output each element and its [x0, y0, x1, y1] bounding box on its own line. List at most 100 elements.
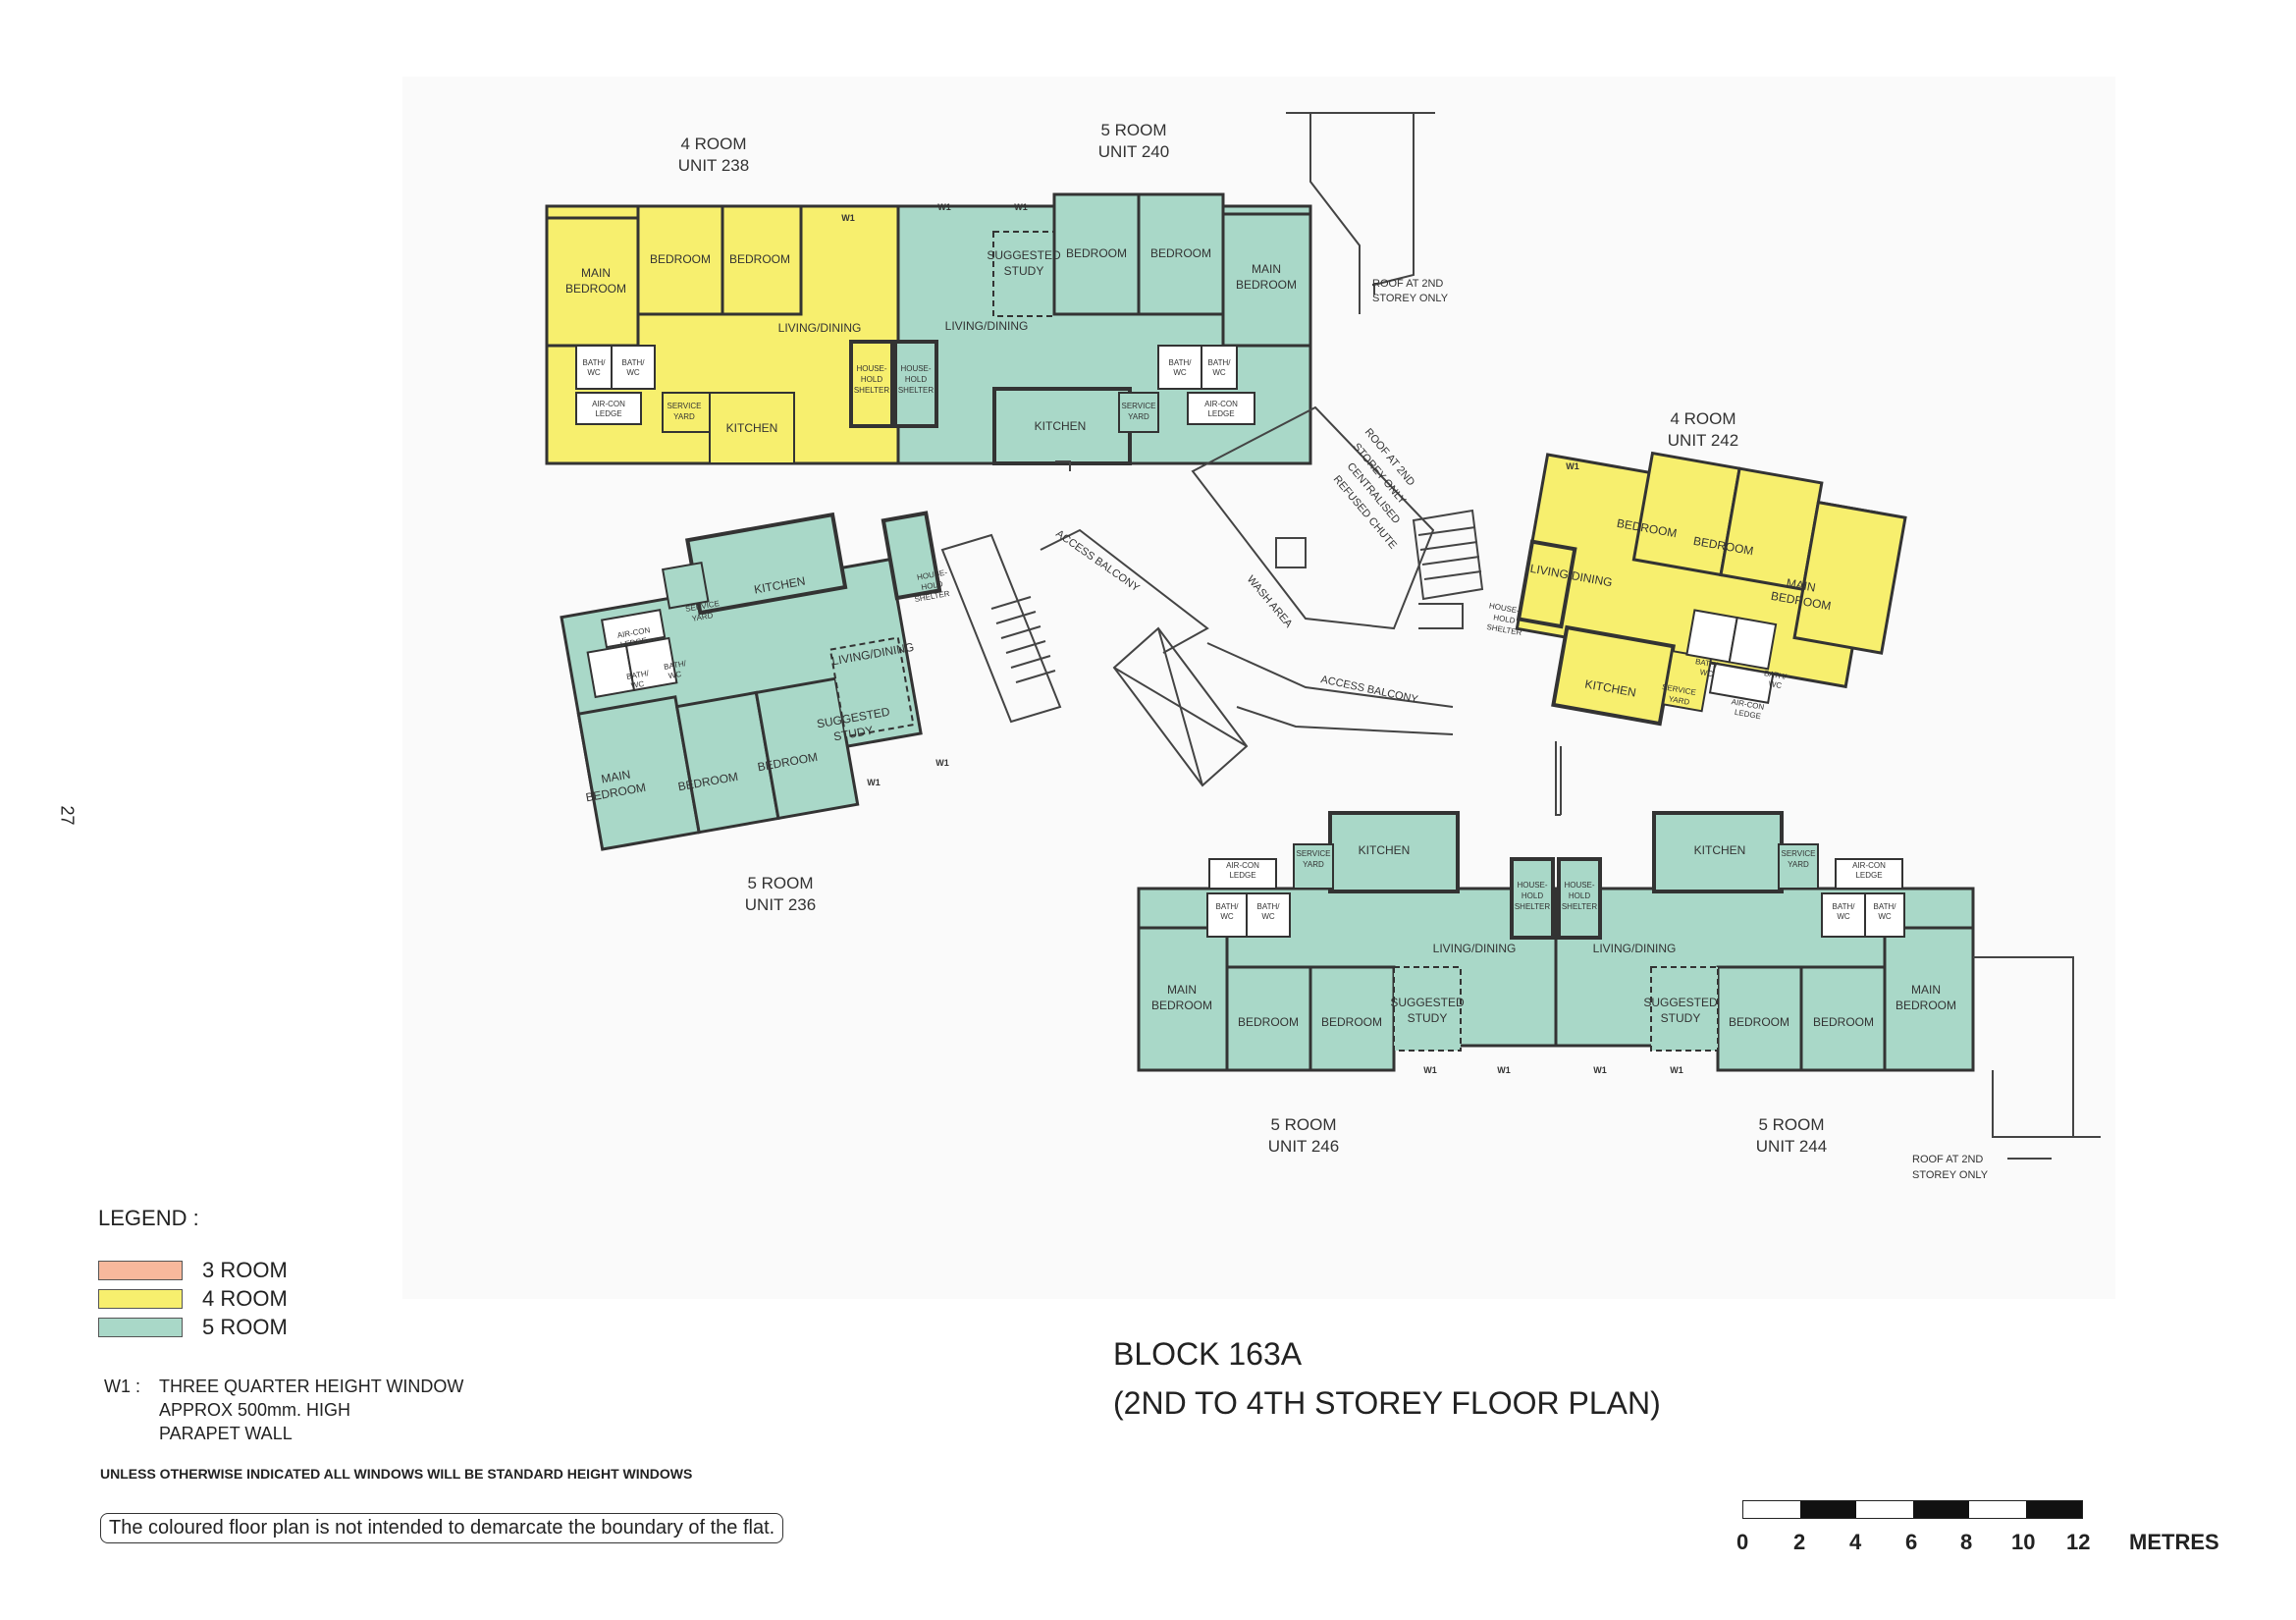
svg-text:MAIN: MAIN — [1252, 262, 1281, 276]
svg-text:WC: WC — [1837, 912, 1850, 921]
scale-label: 2 — [1793, 1530, 1806, 1554]
svg-text:SHELTER: SHELTER — [1515, 902, 1551, 911]
svg-text:HOLD: HOLD — [1522, 891, 1543, 900]
svg-text:ROOF AT 2ND: ROOF AT 2ND — [1912, 1154, 1983, 1165]
svg-text:W1: W1 — [937, 202, 951, 212]
svg-text:YARD: YARD — [673, 412, 695, 421]
svg-text:UNIT 238: UNIT 238 — [678, 156, 749, 175]
svg-text:WC: WC — [1212, 368, 1226, 377]
svg-text:YARD: YARD — [691, 611, 714, 623]
svg-text:HOLD: HOLD — [1493, 613, 1517, 625]
legend-item-3-room: 3 ROOM — [98, 1258, 288, 1282]
scale-label: 4 — [1849, 1530, 1862, 1554]
svg-text:5 ROOM: 5 ROOM — [1758, 1115, 1824, 1134]
svg-text:SHELTER: SHELTER — [1562, 902, 1598, 911]
svg-text:4 ROOM: 4 ROOM — [1670, 409, 1735, 428]
svg-text:W1: W1 — [867, 778, 881, 787]
svg-text:STUDY: STUDY — [832, 724, 874, 744]
svg-text:HOUSE-: HOUSE- — [1564, 881, 1594, 890]
svg-text:BEDROOM: BEDROOM — [1236, 278, 1297, 292]
svg-text:BEDROOM: BEDROOM — [1151, 999, 1212, 1012]
svg-text:AIR-CON: AIR-CON — [1226, 861, 1259, 870]
svg-text:BATH/: BATH/ — [583, 358, 607, 367]
legend-swatch — [98, 1289, 183, 1309]
svg-text:SERVICE: SERVICE — [1297, 849, 1331, 858]
svg-text:YARD: YARD — [1303, 860, 1324, 869]
scale-unit: METRES — [2129, 1530, 2219, 1554]
svg-text:UNIT 246: UNIT 246 — [1268, 1137, 1339, 1156]
svg-text:BEDROOM: BEDROOM — [650, 252, 711, 266]
svg-text:HOLD: HOLD — [905, 375, 927, 384]
svg-text:SUGGESTED: SUGGESTED — [1643, 996, 1718, 1009]
svg-text:KITCHEN: KITCHEN — [726, 421, 778, 435]
unit-240-labels: 5 ROOM UNIT 240 SUGGESTED STUDY BEDROOM … — [898, 121, 1297, 433]
svg-text:LEDGE: LEDGE — [595, 409, 621, 418]
scale-label: 12 — [2066, 1530, 2091, 1554]
svg-text:HOUSE-: HOUSE- — [1517, 881, 1547, 890]
legend-item-4-room: 4 ROOM — [98, 1286, 288, 1311]
legend-label: 5 ROOM — [202, 1315, 288, 1339]
scale-bar-graphic — [1742, 1500, 2083, 1519]
legend-label: 3 ROOM — [202, 1258, 288, 1282]
roof-2nd-top — [1286, 112, 1435, 314]
access-balcony-core — [1040, 405, 1484, 787]
svg-text:STUDY: STUDY — [1661, 1011, 1701, 1025]
svg-text:5 ROOM: 5 ROOM — [1100, 121, 1166, 139]
legend-item-5-room: 5 ROOM — [98, 1315, 288, 1339]
window-note: UNLESS OTHERWISE INDICATED ALL WINDOWS W… — [100, 1466, 693, 1482]
svg-text:SERVICE: SERVICE — [1782, 849, 1816, 858]
scale-label: 6 — [1905, 1530, 1918, 1554]
svg-text:SUGGESTED: SUGGESTED — [1390, 996, 1465, 1009]
svg-text:AIR-CON: AIR-CON — [1852, 861, 1886, 870]
unit-246-labels: 5 ROOM UNIT 246 MAIN BEDROOM BEDROOM BED… — [1151, 843, 1550, 1156]
legend-title: LEGEND : — [98, 1206, 199, 1230]
svg-text:BATH/: BATH/ — [1833, 902, 1856, 911]
svg-text:SERVICE: SERVICE — [1122, 402, 1156, 410]
svg-text:KITCHEN: KITCHEN — [1359, 843, 1411, 857]
svg-text:W1: W1 — [935, 758, 949, 768]
svg-text:BEDROOM: BEDROOM — [729, 252, 790, 266]
svg-text:STOREY ONLY: STOREY ONLY — [1912, 1169, 1989, 1181]
svg-text:WC: WC — [587, 368, 601, 377]
w1-key: W1 : — [104, 1377, 141, 1396]
svg-text:WC: WC — [1768, 679, 1783, 690]
svg-text:WC: WC — [626, 368, 640, 377]
svg-text:HOUSE-: HOUSE- — [900, 364, 931, 373]
svg-text:W1: W1 — [1423, 1065, 1437, 1075]
svg-text:LIVING/DINING: LIVING/DINING — [945, 319, 1029, 333]
block-name: BLOCK 163A — [1113, 1336, 1303, 1372]
w1-line: PARAPET WALL — [159, 1424, 293, 1443]
svg-text:HOLD: HOLD — [861, 375, 882, 384]
block-title: BLOCK 163A (2ND TO 4TH STOREY FLOOR PLAN… — [1113, 1329, 1661, 1428]
legend-swatch — [98, 1261, 183, 1280]
svg-text:WC: WC — [1699, 668, 1714, 678]
w1-line: THREE QUARTER HEIGHT WINDOW — [159, 1377, 464, 1396]
svg-text:UNIT 242: UNIT 242 — [1668, 431, 1738, 450]
svg-text:W1: W1 — [1497, 1065, 1511, 1075]
svg-text:MAIN: MAIN — [581, 266, 611, 280]
svg-text:HOLD: HOLD — [1569, 891, 1590, 900]
svg-text:YARD: YARD — [1128, 412, 1149, 421]
scale-label: 0 — [1736, 1530, 1749, 1554]
w1-legend: W1 : THREE QUARTER HEIGHT WINDOW APPROX … — [104, 1375, 463, 1445]
unit-238-labels: 4 ROOM UNIT 238 MAIN BEDROOM BEDROOM BED… — [565, 135, 889, 435]
unit-236 — [560, 511, 942, 851]
svg-text:ROOF AT 2ND: ROOF AT 2ND — [1372, 278, 1443, 290]
svg-text:BEDROOM: BEDROOM — [565, 282, 626, 296]
svg-text:BATH/: BATH/ — [663, 659, 687, 672]
svg-text:BATH/: BATH/ — [622, 358, 646, 367]
svg-text:STOREY ONLY: STOREY ONLY — [1372, 293, 1449, 304]
svg-text:W1: W1 — [1014, 202, 1028, 212]
svg-text:UNIT 236: UNIT 236 — [745, 895, 816, 914]
svg-text:WC: WC — [1173, 368, 1187, 377]
unit-238 — [545, 204, 900, 465]
disclaimer: The coloured floor plan is not intended … — [100, 1513, 784, 1543]
svg-text:W1: W1 — [1670, 1065, 1683, 1075]
svg-text:KITCHEN: KITCHEN — [1035, 419, 1087, 433]
svg-text:W1: W1 — [1593, 1065, 1607, 1075]
svg-text:BEDROOM: BEDROOM — [1066, 246, 1127, 260]
svg-text:BATH/: BATH/ — [1763, 669, 1788, 681]
svg-text:BATH/: BATH/ — [1694, 657, 1719, 670]
svg-text:LIVING/DINING: LIVING/DINING — [1593, 942, 1677, 955]
